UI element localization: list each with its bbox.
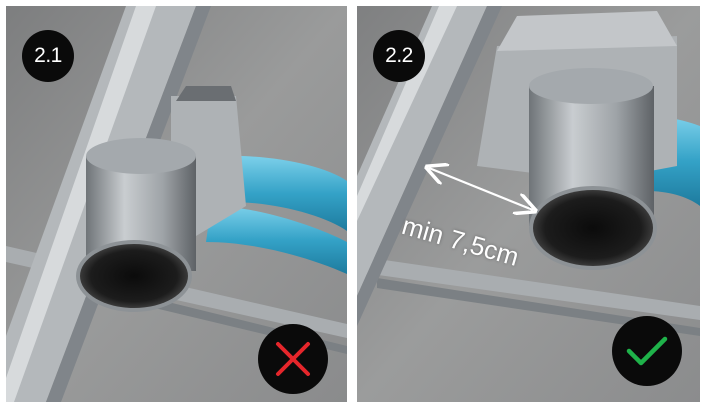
illustration-panel-correct: 2.2 min 7,5cm bbox=[357, 6, 700, 402]
cross-icon bbox=[276, 342, 310, 376]
correct-status-badge bbox=[612, 316, 682, 386]
step-number: 2.2 bbox=[385, 44, 413, 67]
step-badge: 2.2 bbox=[373, 30, 425, 82]
illustration-panel-incorrect: 2.1 bbox=[6, 6, 347, 402]
duct-installation-scene-incorrect bbox=[6, 6, 347, 402]
checkmark-icon bbox=[626, 336, 668, 366]
incorrect-status-badge bbox=[258, 324, 328, 394]
step-number: 2.1 bbox=[34, 44, 62, 67]
step-badge: 2.1 bbox=[22, 30, 74, 82]
